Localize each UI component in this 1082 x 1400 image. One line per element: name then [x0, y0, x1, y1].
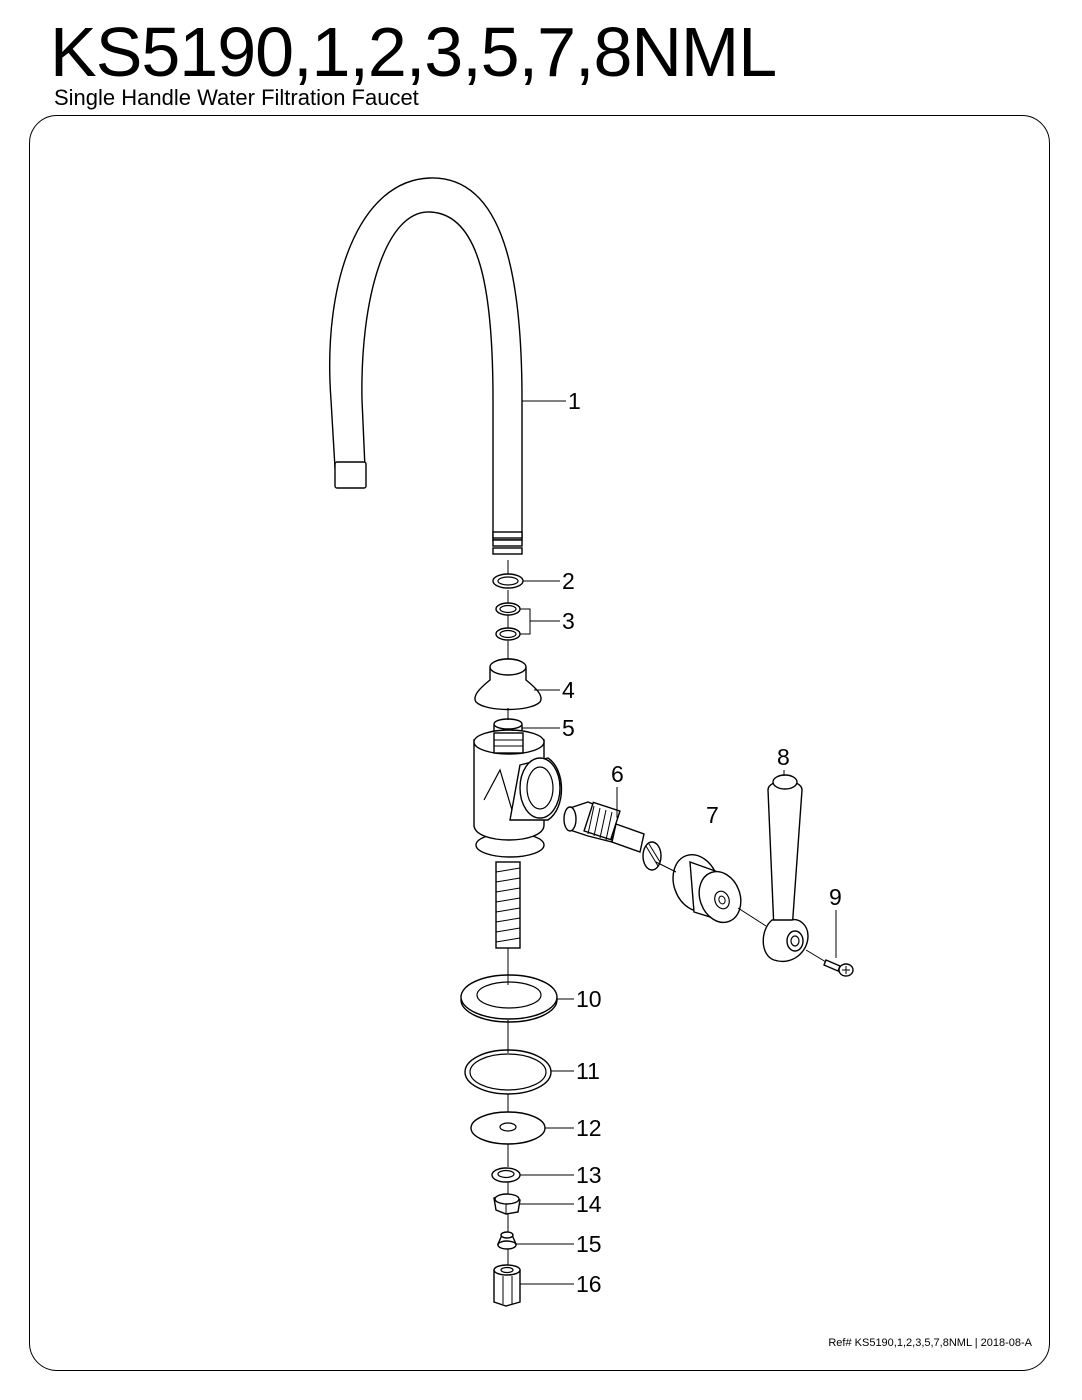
- part-8-handle: [762, 774, 809, 963]
- part-12-washer: [470, 1111, 546, 1145]
- callout-4: 4: [562, 677, 575, 703]
- callout-14: 14: [576, 1191, 602, 1217]
- callout-5: 5: [562, 715, 575, 741]
- part-14-hex-nut: [493, 1193, 521, 1215]
- callout-15: 15: [576, 1231, 602, 1257]
- drawing-subtitle: Single Handle Water Filtration Faucet: [54, 85, 419, 110]
- callout-16: 16: [576, 1271, 602, 1297]
- callout-3: 3: [562, 608, 575, 634]
- part-1-spout: [329, 177, 523, 555]
- part-9-screw: [823, 959, 854, 977]
- part-11-gasket: [464, 1049, 552, 1095]
- drawing-title: KS5190,1,2,3,5,7,8NML: [50, 13, 777, 91]
- callout-2: 2: [562, 568, 575, 594]
- part-2-washer: [492, 573, 524, 589]
- reference-number: Ref# KS5190,1,2,3,5,7,8NML | 2018-08-A: [828, 1337, 1032, 1349]
- callout-1: 1: [568, 388, 581, 414]
- callouts: 1 2 3 4 5 6 7 8 9 10 11 12 13 14 15 16: [562, 388, 842, 1297]
- leader-lines: [516, 400, 837, 1285]
- part-16-coupling: [493, 1264, 521, 1307]
- callout-8: 8: [777, 744, 790, 770]
- callout-12: 12: [576, 1115, 602, 1141]
- callout-10: 10: [576, 986, 602, 1012]
- drawing-frame: [29, 115, 1050, 1371]
- part-6-cartridge: [563, 801, 662, 871]
- callout-7: 7: [706, 802, 719, 828]
- callout-6: 6: [611, 761, 624, 787]
- part-7-bonnet: [672, 854, 742, 924]
- part-4-flange: [474, 658, 542, 711]
- faucet-body: [473, 729, 563, 949]
- callout-9: 9: [829, 884, 842, 910]
- callout-11: 11: [576, 1058, 600, 1084]
- part-10-base-plate: [460, 974, 558, 1023]
- centerlines: [507, 560, 827, 1265]
- callout-13: 13: [576, 1162, 602, 1188]
- part-13-lock-washer: [491, 1167, 521, 1183]
- part-15-ferrule: [496, 1231, 518, 1250]
